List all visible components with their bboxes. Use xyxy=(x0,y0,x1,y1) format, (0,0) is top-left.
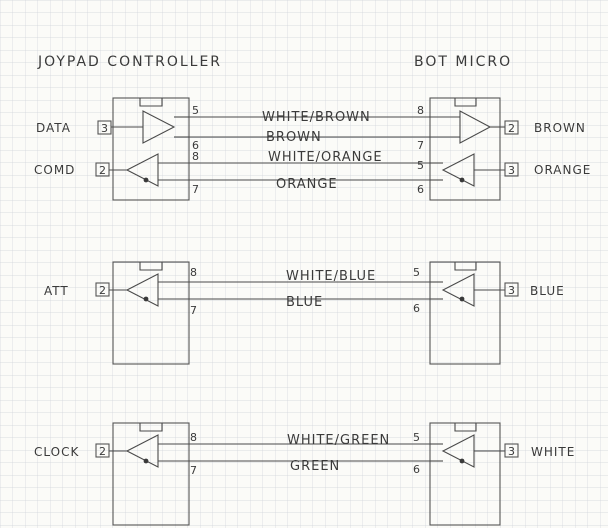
right-pin-number-comd: 3 xyxy=(508,164,515,177)
wire-label-white-orange: WHITE/ORANGE xyxy=(268,150,383,165)
att-right-pin-5: 5 xyxy=(413,266,420,279)
group-att: ATT 2 8 7 WHITE/BLUE BLUE 5 6 3 BLUE xyxy=(44,261,565,365)
right-pin-box-comd xyxy=(504,162,519,177)
clock-right-pin-5: 5 xyxy=(413,431,420,444)
signal-label-data: DATA xyxy=(36,121,71,135)
clock-left-buffer-symbol xyxy=(125,434,159,468)
left-pin-number-data: 3 xyxy=(101,122,108,135)
left-pin-number-clock: 2 xyxy=(99,445,106,458)
left-chip-3-notch xyxy=(139,423,163,432)
left-pin-5: 5 xyxy=(192,104,199,117)
header-joypad-controller: JOYPAD CONTROLLER xyxy=(37,54,222,70)
left-pin-number-att: 2 xyxy=(99,284,106,297)
group-clock: CLOCK 2 8 7 WHITE/GREEN GREEN 5 6 3 WHIT… xyxy=(34,422,575,526)
att-left-pin-8: 8 xyxy=(190,266,197,279)
right-pin-7: 7 xyxy=(417,139,424,152)
right-pin-number-att: 3 xyxy=(508,284,515,297)
right-pin-6: 6 xyxy=(417,183,424,196)
left-pin-number-comd: 2 xyxy=(99,164,106,177)
right-chip-3-notch xyxy=(454,423,477,432)
right-pin-box-clock xyxy=(504,443,519,458)
comd-right-dot xyxy=(459,177,465,183)
clock-left-dot xyxy=(143,458,149,464)
wire-label-orange: ORANGE xyxy=(276,177,338,192)
signal-label-orange: ORANGE xyxy=(534,163,591,177)
att-right-pin-6: 6 xyxy=(413,302,420,315)
clock-right-pin-6: 6 xyxy=(413,463,420,476)
att-left-buffer-symbol xyxy=(125,273,159,307)
group-data-comd: DATA 3 5 6 WHITE/BROWN BROWN 8 7 2 BROWN… xyxy=(34,97,591,201)
clock-right-dot xyxy=(459,458,465,464)
right-pin-number-clock: 3 xyxy=(508,445,515,458)
signal-label-brown: BROWN xyxy=(534,121,586,135)
wire-label-white-brown: WHITE/BROWN xyxy=(262,110,371,125)
att-left-dot xyxy=(143,296,149,302)
wire-label-blue: BLUE xyxy=(286,295,323,310)
left-chip-3 xyxy=(112,422,190,526)
right-chip-2-notch xyxy=(454,262,477,271)
left-chip-1-notch xyxy=(139,98,163,107)
right-pin-8: 8 xyxy=(417,104,424,117)
right-chip-3 xyxy=(429,422,501,526)
signal-label-att: ATT xyxy=(44,284,69,298)
signal-label-comd: COMD xyxy=(34,163,75,177)
right-pin-5: 5 xyxy=(417,159,424,172)
data-buffer-symbol xyxy=(142,110,176,144)
wire-label-green: GREEN xyxy=(290,459,340,474)
left-pin-6: 6 xyxy=(192,139,199,152)
wire-label-white-green: WHITE/GREEN xyxy=(287,433,390,448)
right-pin-number-data: 2 xyxy=(508,122,515,135)
wire-label-white-blue: WHITE/BLUE xyxy=(286,269,376,284)
signal-label-clock: CLOCK xyxy=(34,445,79,459)
header-bot-micro: BOT MICRO xyxy=(414,54,512,70)
comd-left-buffer-symbol xyxy=(125,153,159,187)
right-pin-box-data xyxy=(504,120,519,135)
left-pin-7: 7 xyxy=(192,183,199,196)
signal-label-blue: BLUE xyxy=(530,284,565,298)
left-chip-2-notch xyxy=(139,262,163,271)
data-right-buffer-symbol xyxy=(459,110,492,144)
signal-label-white: WHITE xyxy=(531,445,575,459)
right-chip-1-notch xyxy=(454,98,477,107)
left-chip-2 xyxy=(112,261,190,365)
left-chip-1 xyxy=(112,97,190,201)
clock-left-pin-8: 8 xyxy=(190,431,197,444)
att-left-pin-7: 7 xyxy=(190,304,197,317)
comd-left-dot xyxy=(143,177,149,183)
right-chip-2 xyxy=(429,261,501,365)
right-pin-box-att xyxy=(504,282,519,297)
left-pin-8: 8 xyxy=(192,150,199,163)
att-right-dot xyxy=(459,296,465,302)
wire-label-brown: BROWN xyxy=(266,130,322,145)
right-chip-1 xyxy=(429,97,501,201)
clock-left-pin-7: 7 xyxy=(190,464,197,477)
